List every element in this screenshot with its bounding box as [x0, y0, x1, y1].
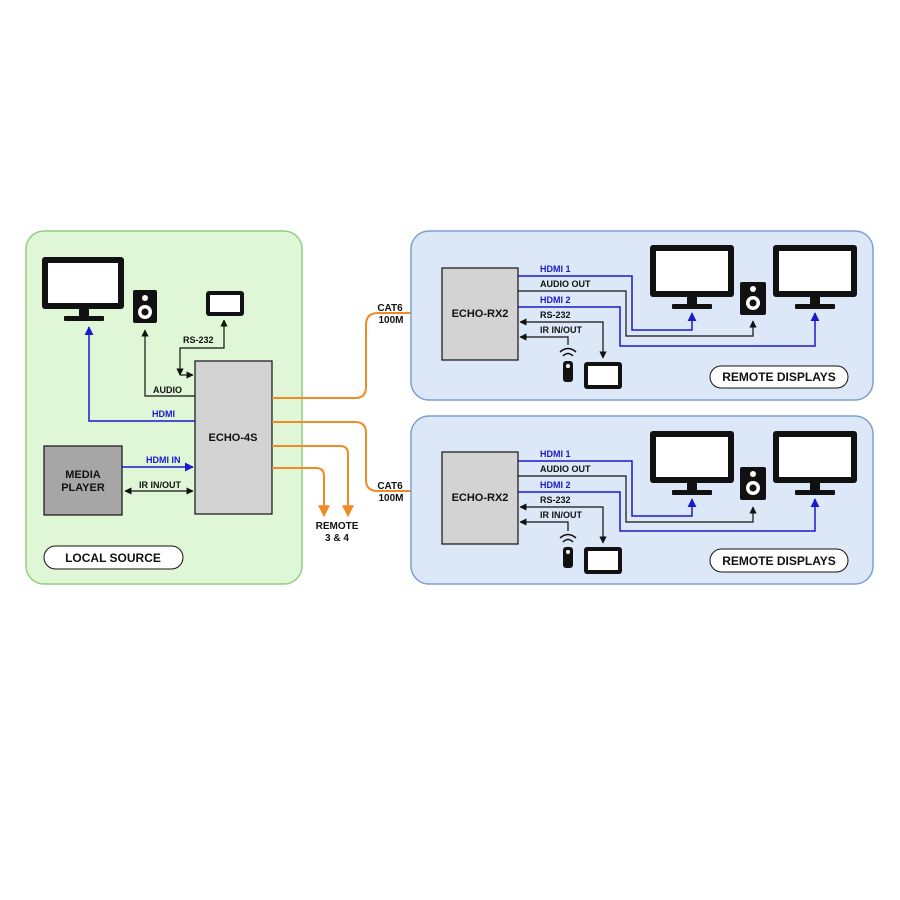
- cat6-top-label-line1: CAT6: [377, 303, 403, 314]
- rx-top-ir-label: IR IN/OUT: [540, 325, 583, 335]
- local-ir-label: IR IN/OUT: [139, 480, 182, 490]
- echo-rx2-label-bottom: ECHO-RX2: [452, 492, 509, 504]
- tablet-icon: [584, 547, 622, 574]
- media-player-label-line1: MEDIA: [65, 469, 101, 481]
- rx-top-hdmi1-label: HDMI 1: [540, 264, 571, 274]
- rx-top-audio-line: [518, 290, 757, 337]
- rx-top-hdmi2-line: [518, 306, 820, 347]
- rx-bottom-audio-label: AUDIO OUT: [540, 464, 591, 474]
- rx-bottom-ir-line: [519, 518, 569, 531]
- local-audio-label: AUDIO: [153, 385, 182, 395]
- remote-label-line2: 3 & 4: [325, 533, 349, 544]
- local-source-pill: [43, 545, 184, 570]
- rx-bottom-audio-line: [518, 475, 757, 523]
- echo-rx2-device-top: [441, 267, 519, 361]
- remote-label-line1: REMOTE: [316, 521, 359, 532]
- cat6-bottom-label-line2: 100M: [378, 493, 403, 504]
- remote-displays-pill-bottom: [709, 548, 849, 573]
- rx-bottom-hdmi2-line: [518, 491, 820, 532]
- rx-bottom-hdmi1-label: HDMI 1: [540, 449, 571, 459]
- rx-top-rs232-label: RS-232: [540, 310, 571, 320]
- tablet-icon: [584, 362, 622, 389]
- speaker-icon: [133, 290, 157, 323]
- remote-panel-bottom: ECHO-RX2: [410, 415, 874, 585]
- media-player-label-line2: PLAYER: [61, 482, 105, 494]
- local-audio-line: [141, 329, 195, 397]
- remote-displays-pill-bottom-label: REMOTE DISPLAYS: [722, 554, 836, 568]
- speaker-icon: [740, 467, 766, 500]
- remote-panel-top: ECHO-RX2: [410, 230, 874, 401]
- rx-top-audio-label: AUDIO OUT: [540, 279, 591, 289]
- monitor-icon: [773, 245, 857, 309]
- remote-displays-pill-top: [709, 365, 849, 389]
- rx-top-rs232-line: [519, 318, 607, 359]
- rx-bottom-hdmi1-line: [518, 460, 697, 517]
- rx-bottom-ir-label: IR IN/OUT: [540, 510, 583, 520]
- monitor-icon: [650, 245, 734, 309]
- cat6-top-label-line2: 100M: [378, 315, 403, 326]
- media-player-device: [43, 445, 123, 516]
- cat6-line-top: [272, 307, 442, 399]
- rx-top-hdmi1-line: [518, 275, 697, 331]
- rx-bottom-hdmi2-label: HDMI 2: [540, 480, 571, 490]
- cat6-bottom-label-line1: CAT6: [377, 481, 403, 492]
- rx-bottom-rs232-label: RS-232: [540, 495, 571, 505]
- speaker-icon: [740, 282, 766, 315]
- local-rs232-line: [176, 319, 228, 376]
- remote-line-3: [272, 467, 330, 518]
- rx-bottom-rs232-line: [519, 503, 607, 544]
- echo-4s-label: ECHO-4S: [209, 432, 258, 444]
- local-rs232-label: RS-232: [183, 335, 214, 345]
- monitor-icon: [650, 431, 734, 495]
- local-hdmi-label: HDMI: [152, 409, 175, 419]
- local-hdmi-line: [84, 326, 195, 422]
- echo-rx2-device-bottom: [441, 451, 519, 545]
- echo-4s-device: [194, 360, 273, 515]
- remote-line-4: [272, 445, 354, 518]
- rx-top-hdmi2-label: HDMI 2: [540, 295, 571, 305]
- local-source-pill-label: LOCAL SOURCE: [65, 551, 161, 565]
- echo-rx2-label-top: ECHO-RX2: [452, 308, 509, 320]
- hdmi-in-label: HDMI IN: [146, 455, 181, 465]
- remote-displays-pill-top-label: REMOTE DISPLAYS: [722, 370, 836, 384]
- monitor-icon: [773, 431, 857, 495]
- monitor-icon: [42, 257, 124, 321]
- tablet-icon: [206, 291, 244, 316]
- rx-top-ir-line: [519, 333, 569, 345]
- cat6-line-bottom: [272, 421, 442, 497]
